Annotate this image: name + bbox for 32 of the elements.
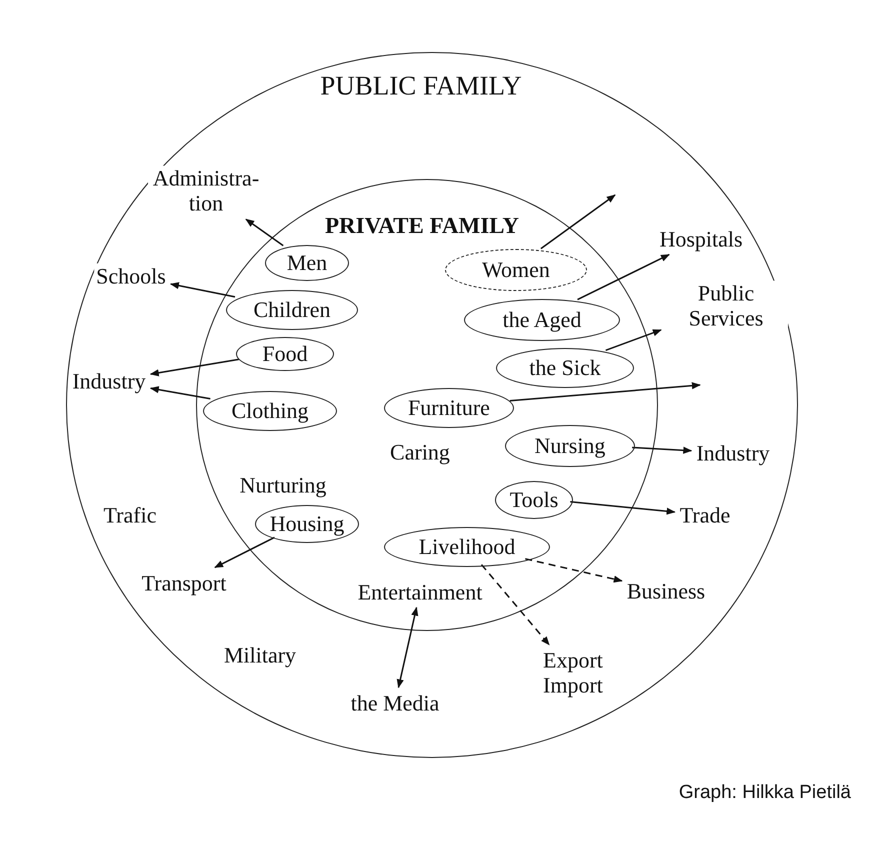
oval-node: Furniture	[384, 388, 514, 428]
arrow	[214, 536, 275, 568]
arrow	[605, 329, 662, 351]
arrow	[632, 446, 692, 454]
arrow	[577, 254, 670, 300]
area-label: Nurturing	[238, 472, 328, 498]
oval-node: Food	[236, 337, 334, 371]
oval-node: Nursing	[505, 425, 635, 467]
double-arrow	[396, 606, 418, 688]
arrow	[510, 382, 701, 402]
oval-node: Men	[265, 245, 349, 281]
area-label: Caring	[389, 439, 451, 465]
oval-node: Clothing	[203, 391, 337, 431]
oval-node: Children	[226, 290, 358, 330]
oval-node: Housing	[255, 505, 359, 543]
arrow	[540, 194, 616, 250]
arrow	[150, 358, 239, 376]
oval-node: Tools	[495, 481, 573, 519]
area-label: Military	[222, 642, 298, 668]
arrow	[245, 218, 284, 246]
oval-node: the Sick	[496, 348, 634, 388]
arrow	[150, 386, 210, 400]
arrow	[170, 282, 236, 298]
circle-boundary	[66, 52, 798, 758]
oval-node: Women	[445, 249, 587, 291]
dashed-arrow	[480, 564, 550, 646]
dashed-arrow	[525, 558, 623, 583]
oval-node: the Aged	[464, 299, 620, 341]
caption: Graph: Hilkka Pietilä	[678, 782, 851, 804]
area-label: Trafic	[102, 502, 158, 528]
oval-node: Livelihood	[384, 527, 550, 567]
arrow	[570, 501, 676, 515]
